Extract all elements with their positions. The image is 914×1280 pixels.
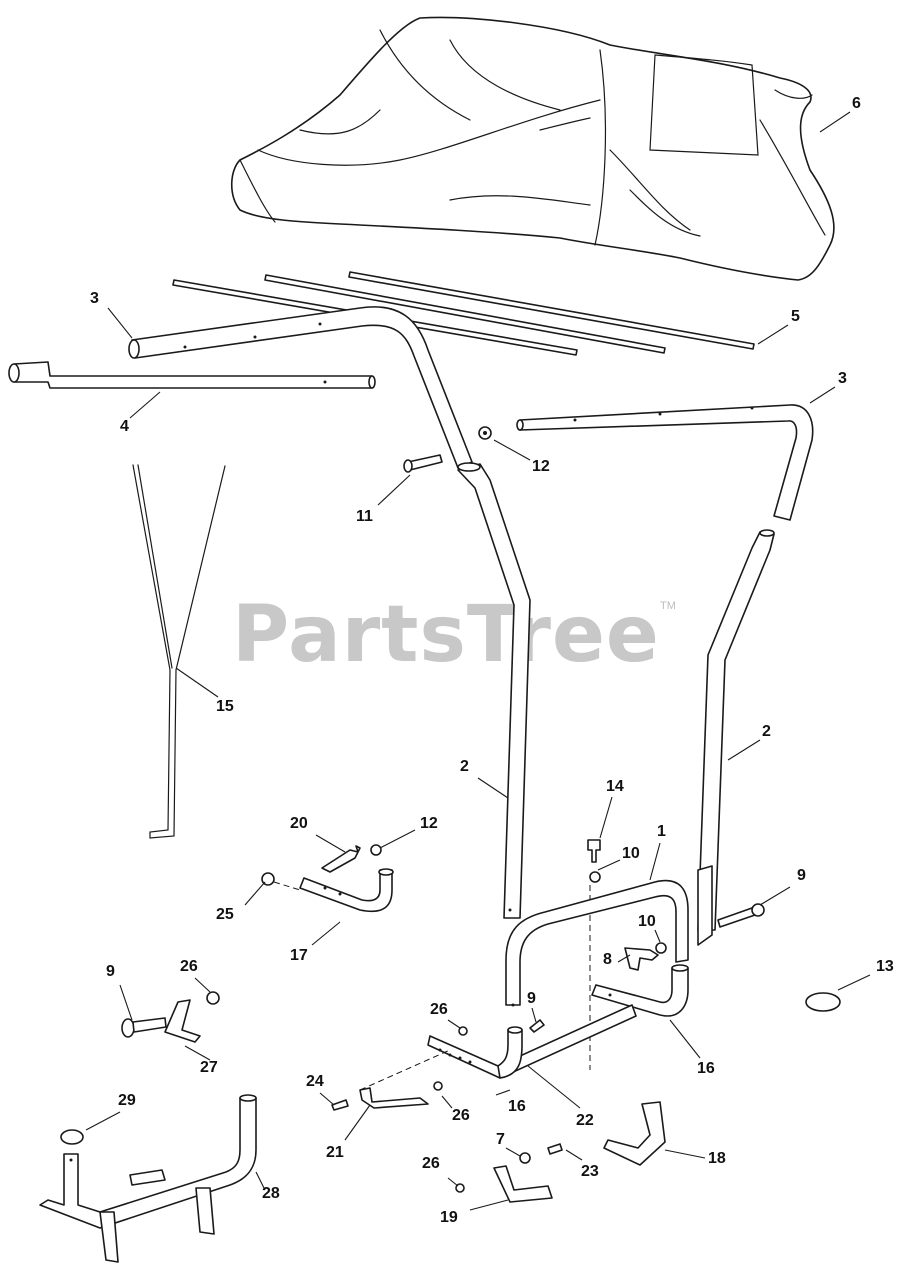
parts-tree-watermark: PartsTree <box>232 590 660 680</box>
callout-9a: 9 <box>797 867 806 884</box>
callout-2a: 2 <box>460 758 469 775</box>
callout-13: 13 <box>876 958 894 975</box>
callout-17: 17 <box>290 947 308 964</box>
bolt-11 <box>403 454 443 473</box>
callout-4: 4 <box>120 418 129 435</box>
callout-22: 22 <box>576 1112 594 1129</box>
callout-25: 25 <box>216 906 234 923</box>
leader-25 <box>273 881 301 891</box>
callout-16a: 16 <box>697 1060 715 1077</box>
hitch-tube-17 <box>299 868 394 912</box>
callout-26b: 26 <box>430 1001 448 1018</box>
callout-16b: 16 <box>508 1098 526 1115</box>
callout-9c: 9 <box>527 990 536 1007</box>
washer-10-lower <box>655 942 667 954</box>
nut-12-lower <box>370 844 382 856</box>
nut-26-center-b <box>433 1081 443 1091</box>
clip-20 <box>321 845 361 873</box>
callout-3b: 3 <box>838 370 847 387</box>
callout-21: 21 <box>326 1144 344 1161</box>
bolt-14 <box>587 839 601 863</box>
callout-10a: 10 <box>622 845 640 862</box>
bracket-21 <box>359 1087 429 1109</box>
callout-11: 11 <box>356 508 373 525</box>
bolt-9-right <box>717 903 765 928</box>
washer-10 <box>589 871 601 883</box>
main-u-frame <box>505 879 689 1007</box>
bolt-9-center <box>529 1019 545 1033</box>
callout-19: 19 <box>440 1209 458 1226</box>
grass-bag <box>230 16 835 281</box>
bolt-23 <box>547 1143 563 1155</box>
callout-24: 24 <box>306 1073 324 1090</box>
bracket-19 <box>493 1165 553 1203</box>
cap-29 <box>60 1129 84 1145</box>
nut-26-center-a <box>458 1026 468 1036</box>
leader-lines <box>85 111 871 1211</box>
callout-23: 23 <box>581 1163 599 1180</box>
callout-1: 1 <box>657 823 666 840</box>
callout-12b: 12 <box>420 815 438 832</box>
callout-10b: 10 <box>638 913 656 930</box>
callout-5: 5 <box>791 308 800 325</box>
y-rod <box>132 464 226 839</box>
callout-26d: 26 <box>422 1155 440 1172</box>
callout-3a: 3 <box>90 290 99 307</box>
bolt-24 <box>331 1099 349 1111</box>
callout-26c: 26 <box>452 1107 470 1124</box>
callout-12a: 12 <box>532 458 550 475</box>
bracket-27 <box>164 999 201 1043</box>
spacer-7 <box>519 1152 531 1164</box>
upper-frame-right <box>516 404 814 521</box>
callout-29: 29 <box>118 1092 136 1109</box>
callout-6: 6 <box>852 95 861 112</box>
base-28 <box>39 1094 257 1263</box>
support-16-right <box>591 964 689 1017</box>
callout-28: 28 <box>262 1185 280 1202</box>
callout-9b: 9 <box>106 963 115 980</box>
callout-7: 7 <box>496 1131 505 1148</box>
callout-15: 15 <box>216 698 234 715</box>
callout-26a: 26 <box>180 958 198 975</box>
nut-12-upper-hole <box>483 431 487 435</box>
callout-8: 8 <box>603 951 612 968</box>
callout-18: 18 <box>708 1150 726 1167</box>
callout-14: 14 <box>606 778 624 795</box>
bag-support-tube <box>8 361 376 389</box>
bag-frame-rods <box>172 271 755 356</box>
callout-20: 20 <box>290 815 308 832</box>
bolt-9-left <box>121 1017 167 1038</box>
base-assembly-22-16 <box>427 1004 637 1079</box>
knob-8 <box>624 947 659 971</box>
callout-2b: 2 <box>762 723 771 740</box>
cap-13 <box>805 992 841 1012</box>
nut-26-left <box>206 991 220 1005</box>
leader-21 <box>359 1049 451 1091</box>
trademark-mark: TM <box>660 600 676 612</box>
callout-27: 27 <box>200 1059 218 1076</box>
lower-tube-left <box>457 462 531 919</box>
lower-tube-right <box>697 529 775 946</box>
bracket-18 <box>603 1101 666 1166</box>
